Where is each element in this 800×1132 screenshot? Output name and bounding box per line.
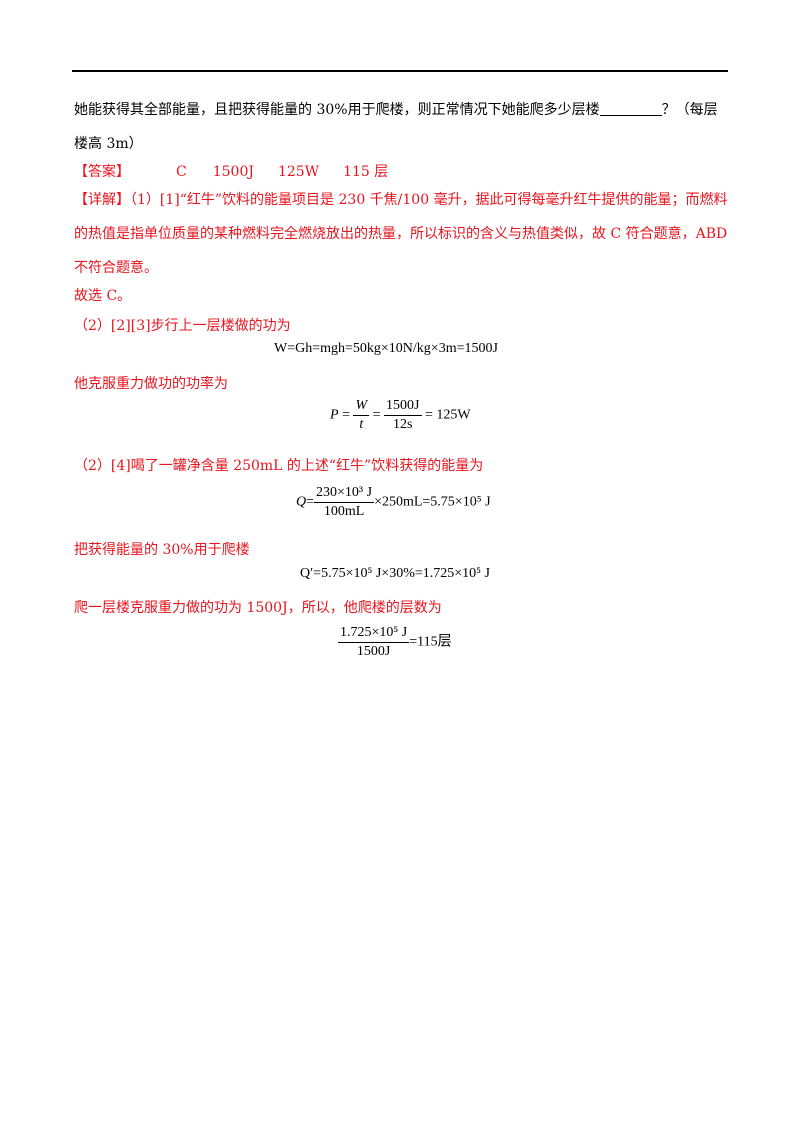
detail-line-9: 爬一层楼克服重力做的功为 1500J，所以，他爬楼的层数为	[74, 598, 442, 618]
answer-value-3: 125W	[277, 164, 320, 180]
detail-line-1: 【详解】（1）[1]“红牛”饮料的能量项目是 230 千焦/100 毫升，据此可…	[74, 190, 728, 210]
detail-text-7: （2）[4]喝了一罐净含量 250mL 的上述“红牛”饮料获得的能量为	[74, 458, 484, 474]
detail-text-5: （2）[2][3]步行上一层楼做的功为	[74, 318, 291, 334]
equation-used-energy: Q′=5.75×10⁵ J×30%=1.725×10⁵ J	[300, 566, 490, 582]
fraction-numerator: W	[353, 398, 370, 416]
fraction-numerator: 1500J	[384, 398, 422, 416]
eq-power-lhs: P	[330, 407, 339, 423]
question-text-2: 楼高 3m）	[74, 136, 143, 152]
detail-text-3: 不符合题意。	[74, 260, 158, 276]
detail-text-8: 把获得能量的 30%用于爬楼	[74, 542, 250, 558]
detail-line-5: （2）[2][3]步行上一层楼做的功为	[74, 316, 291, 336]
header-rule	[72, 70, 728, 72]
fraction-floors: 1.725×10⁵ J 1500J	[338, 625, 410, 660]
equation-energy: Q= 230×10³ J 100mL ×250mL=5.75×10⁵ J	[296, 485, 491, 520]
answer-line: 【答案】 C 1500J 125W 115 层	[74, 162, 388, 182]
answer-value-2: 1500J	[212, 164, 254, 180]
fraction-denominator: 12s	[393, 417, 413, 432]
detail-line-3: 不符合题意。	[74, 258, 158, 278]
detail-line-4: 故选 C。	[74, 286, 131, 306]
answer-blank	[599, 101, 662, 116]
fraction-1500-over-12: 1500J 12s	[384, 398, 422, 433]
eq-energy-lhs: Q	[296, 494, 307, 510]
detail-text-4: 故选 C。	[74, 288, 132, 304]
equation-work-text: W=Gh=mgh=50kg×10N/kg×3m=1500J	[274, 341, 498, 356]
fraction-denominator: 1500J	[356, 644, 391, 659]
detail-text-6: 他克服重力做功的功率为	[74, 376, 228, 392]
answer-value-1: C	[176, 164, 187, 180]
answer-label: 【答案】	[74, 164, 130, 180]
detail-line-8: 把获得能量的 30%用于爬楼	[74, 540, 250, 560]
equation-floors: 1.725×10⁵ J 1500J =115层	[338, 625, 452, 660]
equation-power: P = W t = 1500J 12s = 125W	[330, 398, 471, 433]
detail-text-2: 的热值是指单位质量的某种燃料完全燃烧放出的热量，所以标识的含义与热值类似，故 C…	[74, 226, 728, 242]
question-line-1: 她能获得其全部能量，且把获得能量的 30%用于爬楼，则正常情况下她能爬多少层楼 ？…	[74, 100, 718, 120]
question-text-tail: ？（每层	[661, 102, 718, 118]
detail-label: 【详解】	[74, 192, 130, 208]
answer-value-4: 115 层	[343, 164, 389, 180]
fraction-numerator: 230×10³ J	[314, 485, 375, 503]
detail-text-9: 爬一层楼克服重力做的功为 1500J，所以，他爬楼的层数为	[74, 600, 442, 616]
fraction-w-over-t: W t	[353, 398, 370, 433]
detail-line-7: （2）[4]喝了一罐净含量 250mL 的上述“红牛”饮料获得的能量为	[74, 456, 483, 476]
equation-work: W=Gh=mgh=50kg×10N/kg×3m=1500J	[274, 341, 498, 357]
question-line-2: 楼高 3m）	[74, 134, 143, 154]
equation-used-energy-text: Q′=5.75×10⁵ J×30%=1.725×10⁵ J	[300, 566, 490, 581]
detail-text-1: （1）[1]“红牛”饮料的能量项目是 230 千焦/100 毫升，据此可得每毫升…	[130, 192, 728, 208]
eq-energy-rhs: ×250mL=5.75×10⁵ J	[374, 494, 491, 510]
eq-floors-rhs: =115层	[409, 634, 452, 650]
question-text: 她能获得其全部能量，且把获得能量的 30%用于爬楼，则正常情况下她能爬多少层楼	[74, 102, 600, 118]
detail-line-2: 的热值是指单位质量的某种燃料完全燃烧放出的热量，所以标识的含义与热值类似，故 C…	[74, 224, 727, 244]
fraction-energy: 230×10³ J 100mL	[314, 485, 375, 520]
eq-power-rhs: 125W	[436, 407, 471, 423]
fraction-denominator: 100mL	[323, 504, 365, 519]
fraction-numerator: 1.725×10⁵ J	[338, 625, 410, 643]
fraction-denominator: t	[359, 417, 364, 432]
detail-line-6: 他克服重力做功的功率为	[74, 374, 228, 394]
